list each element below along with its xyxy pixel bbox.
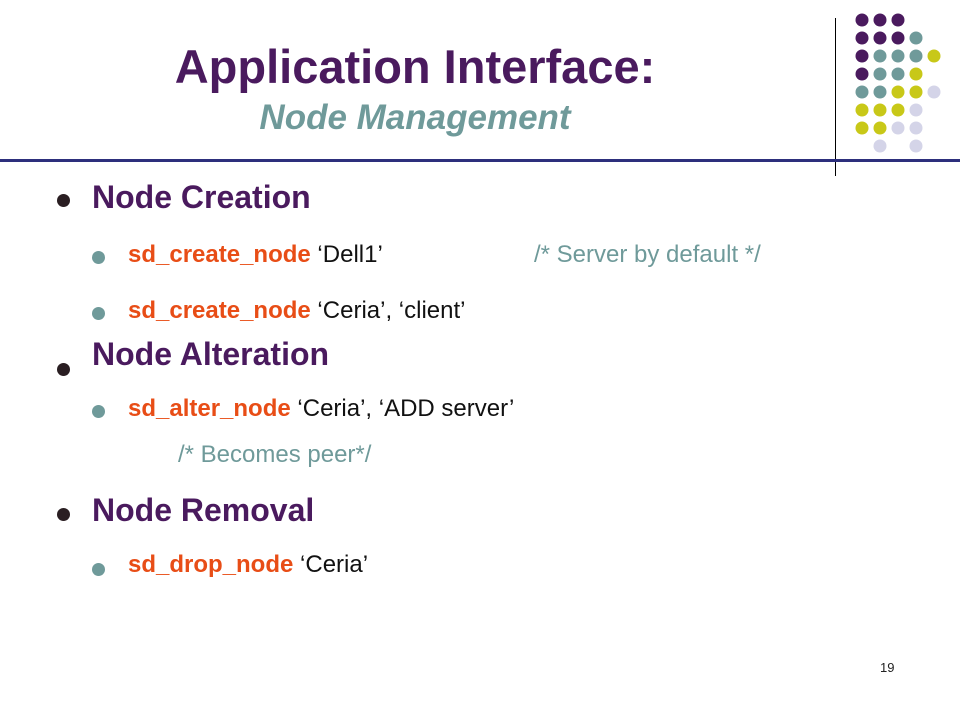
section-heading-node-removal: Node Removal <box>92 492 315 528</box>
list-item: sd_drop_node ‘Ceria’ <box>128 549 368 581</box>
bullet-dot <box>57 508 70 521</box>
command-args: ‘Dell1’ <box>310 241 383 268</box>
section-heading-node-alteration: Node Alteration <box>92 336 330 372</box>
comment-text: /* Becomes peer*/ <box>178 441 372 468</box>
command-text: sd_create_node <box>128 297 311 324</box>
command-args: ‘Ceria’, ‘ADD server’ <box>290 395 515 422</box>
bullet-dot <box>92 563 105 576</box>
section-heading-node-creation: Node Creation <box>92 179 311 215</box>
comment-text: /* Server by default */ <box>534 241 761 268</box>
bullet-dot <box>57 194 70 207</box>
page-number: 19 <box>880 660 895 675</box>
slide-title: Application Interface: <box>174 40 656 93</box>
command-text: sd_alter_node <box>128 395 291 422</box>
title-underline <box>0 159 960 162</box>
list-item: sd_create_node ‘Ceria’, ‘client’ <box>128 295 465 327</box>
vertical-divider <box>835 18 836 176</box>
list-item: sd_create_node ‘Dell1’ <box>128 239 383 271</box>
title-block: Application Interface: Node Management <box>0 38 830 140</box>
bullet-dot <box>92 307 105 320</box>
bullet-dot <box>92 251 105 264</box>
bullet-dot <box>92 405 105 418</box>
command-args: ‘Ceria’ <box>293 551 369 578</box>
bullet-dot <box>57 363 70 376</box>
command-text: sd_create_node <box>128 241 311 268</box>
slide-subtitle: Node Management <box>259 98 571 137</box>
list-item: sd_alter_node ‘Ceria’, ‘ADD server’ <box>128 393 514 425</box>
command-text: sd_drop_node <box>128 551 294 578</box>
command-args: ‘Ceria’, ‘client’ <box>310 297 466 324</box>
